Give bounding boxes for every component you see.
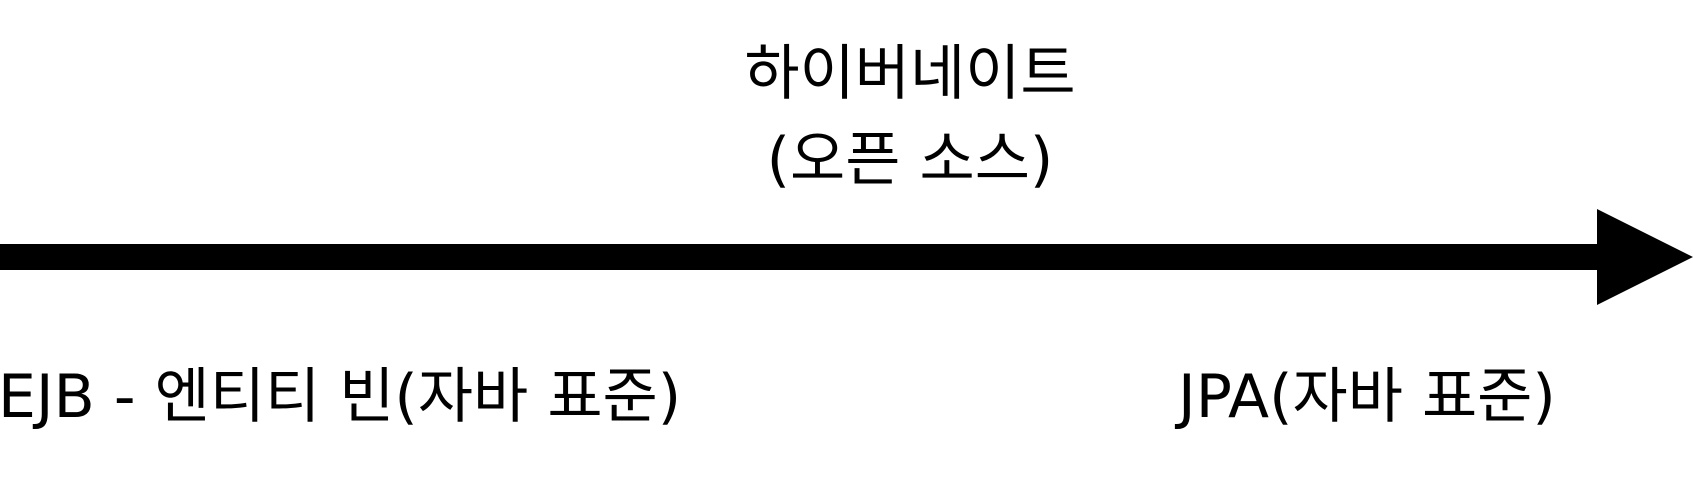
arrow-head [1597,209,1693,305]
arrow-shaft [0,244,1602,270]
open-source-label: (오픈 소스) [766,125,1054,195]
jpa-label: JPA(자바 표준) [1178,362,1556,432]
ejb-entity-bean-label: EJB - 엔티티 빈(자바 표준) [0,362,682,432]
hibernate-label: 하이버네이트 [744,39,1076,109]
